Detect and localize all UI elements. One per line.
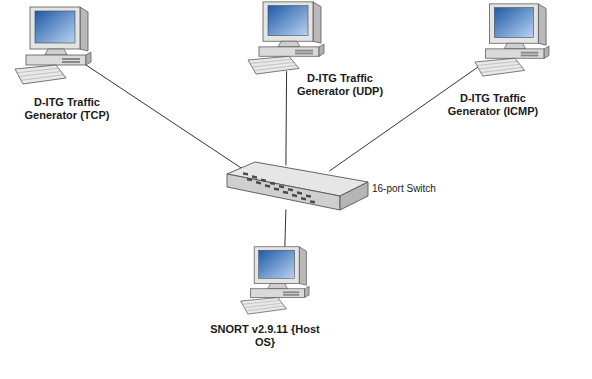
drive-slot <box>283 291 299 293</box>
drive-slot <box>62 58 80 60</box>
host-label: D-ITG Traffic Generator (TCP) <box>12 96 122 122</box>
computer-icon <box>238 245 310 315</box>
keyboard-row <box>250 59 292 63</box>
keyboard-row <box>246 306 284 311</box>
monitor-screen <box>494 8 533 38</box>
monitor-stand <box>278 41 300 47</box>
switch-icon <box>225 160 370 215</box>
switch-port <box>292 194 297 197</box>
switch-node: 16-port Switch <box>225 160 436 215</box>
keyboard-row <box>477 61 517 65</box>
monitor-stand <box>45 49 67 55</box>
host-label: SNORT v2.9.11 {Host OS} <box>210 323 320 349</box>
keyboard-row <box>21 75 64 81</box>
monitor-bezel <box>490 4 539 43</box>
computer-node: SNORT v2.9.11 {Host OS} <box>238 245 320 350</box>
label-holder: D-ITG Traffic Generator (ICMP) <box>437 92 549 118</box>
host-label: D-ITG Traffic Generator (ICMP) <box>437 92 549 118</box>
host-label: D-ITG Traffic Generator (UDP) <box>290 72 390 98</box>
switch-side <box>340 182 368 210</box>
drive-slot <box>521 52 539 54</box>
drive-slot <box>295 50 313 52</box>
keyboard <box>248 56 299 74</box>
computer-icon <box>245 0 325 75</box>
switch-port <box>274 187 279 190</box>
switch-port <box>252 175 257 178</box>
system-unit-side <box>305 286 310 297</box>
switch-port <box>265 184 270 187</box>
keyboard <box>475 58 525 76</box>
keyboard-row <box>481 67 522 72</box>
computer-icon <box>12 5 92 85</box>
keyboard-row <box>243 300 280 304</box>
switch-port <box>270 182 275 185</box>
device-label: 16-port Switch <box>372 183 436 195</box>
switch-front <box>227 174 340 210</box>
label-holder: D-ITG Traffic Generator (UDP) <box>290 72 390 98</box>
monitor-bezel <box>30 7 80 49</box>
switch-port <box>243 172 248 175</box>
switch-port <box>301 197 306 200</box>
computer-node: D-ITG Traffic Generator (UDP) <box>245 0 390 99</box>
keyboard-row <box>17 68 59 73</box>
drive-slot <box>295 53 313 55</box>
system-unit-side <box>319 44 324 56</box>
system-unit-side <box>86 52 91 65</box>
label-holder: D-ITG Traffic Generator (TCP) <box>12 96 122 122</box>
computer-node: D-ITG Traffic Generator (ICMP) <box>472 2 550 119</box>
computer-node: D-ITG Traffic Generator (TCP) <box>12 5 122 123</box>
switch-port <box>288 188 293 191</box>
computer-icon <box>472 2 550 77</box>
drive-slot <box>62 61 80 63</box>
switch-port <box>261 179 266 182</box>
monitor-stand <box>268 284 288 289</box>
label-holder: SNORT v2.9.11 {Host OS} <box>210 323 320 349</box>
monitor-side <box>313 2 321 43</box>
system-unit <box>26 55 86 65</box>
monitor-bezel <box>263 2 313 41</box>
network-cable <box>285 210 286 249</box>
monitor-screen <box>259 250 295 278</box>
monitor-stand <box>504 43 525 49</box>
keyboard <box>241 298 287 315</box>
system-unit <box>486 49 545 58</box>
monitor-bezel <box>254 247 299 284</box>
switch-port <box>283 191 288 194</box>
drive-slot <box>521 55 539 57</box>
monitor-side <box>538 4 546 45</box>
switch-port <box>310 200 315 203</box>
switch-port <box>306 194 311 197</box>
switch-port <box>279 185 284 188</box>
switch-port <box>256 181 261 184</box>
system-unit <box>259 47 319 56</box>
monitor-side <box>80 7 88 51</box>
monitor-side <box>299 247 306 286</box>
system-unit <box>251 289 305 298</box>
system-unit-side <box>544 46 549 58</box>
keyboard <box>15 65 66 84</box>
monitor-screen <box>268 6 308 36</box>
switch-port <box>297 191 302 194</box>
drive-slot <box>283 294 299 296</box>
keyboard-row <box>254 65 297 70</box>
label-holder: 16-port Switch <box>372 183 436 195</box>
switch-port <box>247 178 252 181</box>
network-cable <box>285 71 287 165</box>
monitor-screen <box>35 11 75 43</box>
